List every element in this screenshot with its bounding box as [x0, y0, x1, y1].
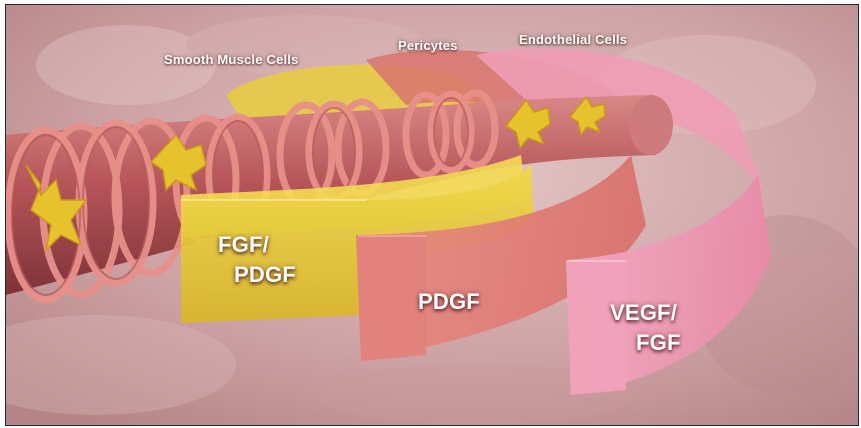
illustration-frame: Smooth Muscle Cells Pericytes Endothelia…: [5, 4, 859, 426]
endothelial-growth-factor-label: VEGF/ FGF: [610, 298, 681, 358]
endothelial-cells-label: Endothelial Cells: [519, 32, 627, 47]
vessel-end: [629, 95, 673, 155]
smooth-muscle-cells-label: Smooth Muscle Cells: [164, 52, 299, 67]
fgf-endothelial-label: FGF: [610, 328, 681, 358]
pericyte-growth-factor-label: PDGF: [418, 287, 480, 317]
pdgf-pericyte-label: PDGF: [418, 287, 480, 317]
pericytes-label: Pericytes: [398, 38, 458, 53]
blood-vessel-diagram: [6, 5, 858, 425]
smooth-muscle-growth-factor-label: FGF/ PDGF: [218, 230, 296, 290]
pdgf-label: PDGF: [218, 260, 296, 290]
fgf-label: FGF/: [218, 230, 296, 260]
vegf-label: VEGF/: [610, 298, 681, 328]
